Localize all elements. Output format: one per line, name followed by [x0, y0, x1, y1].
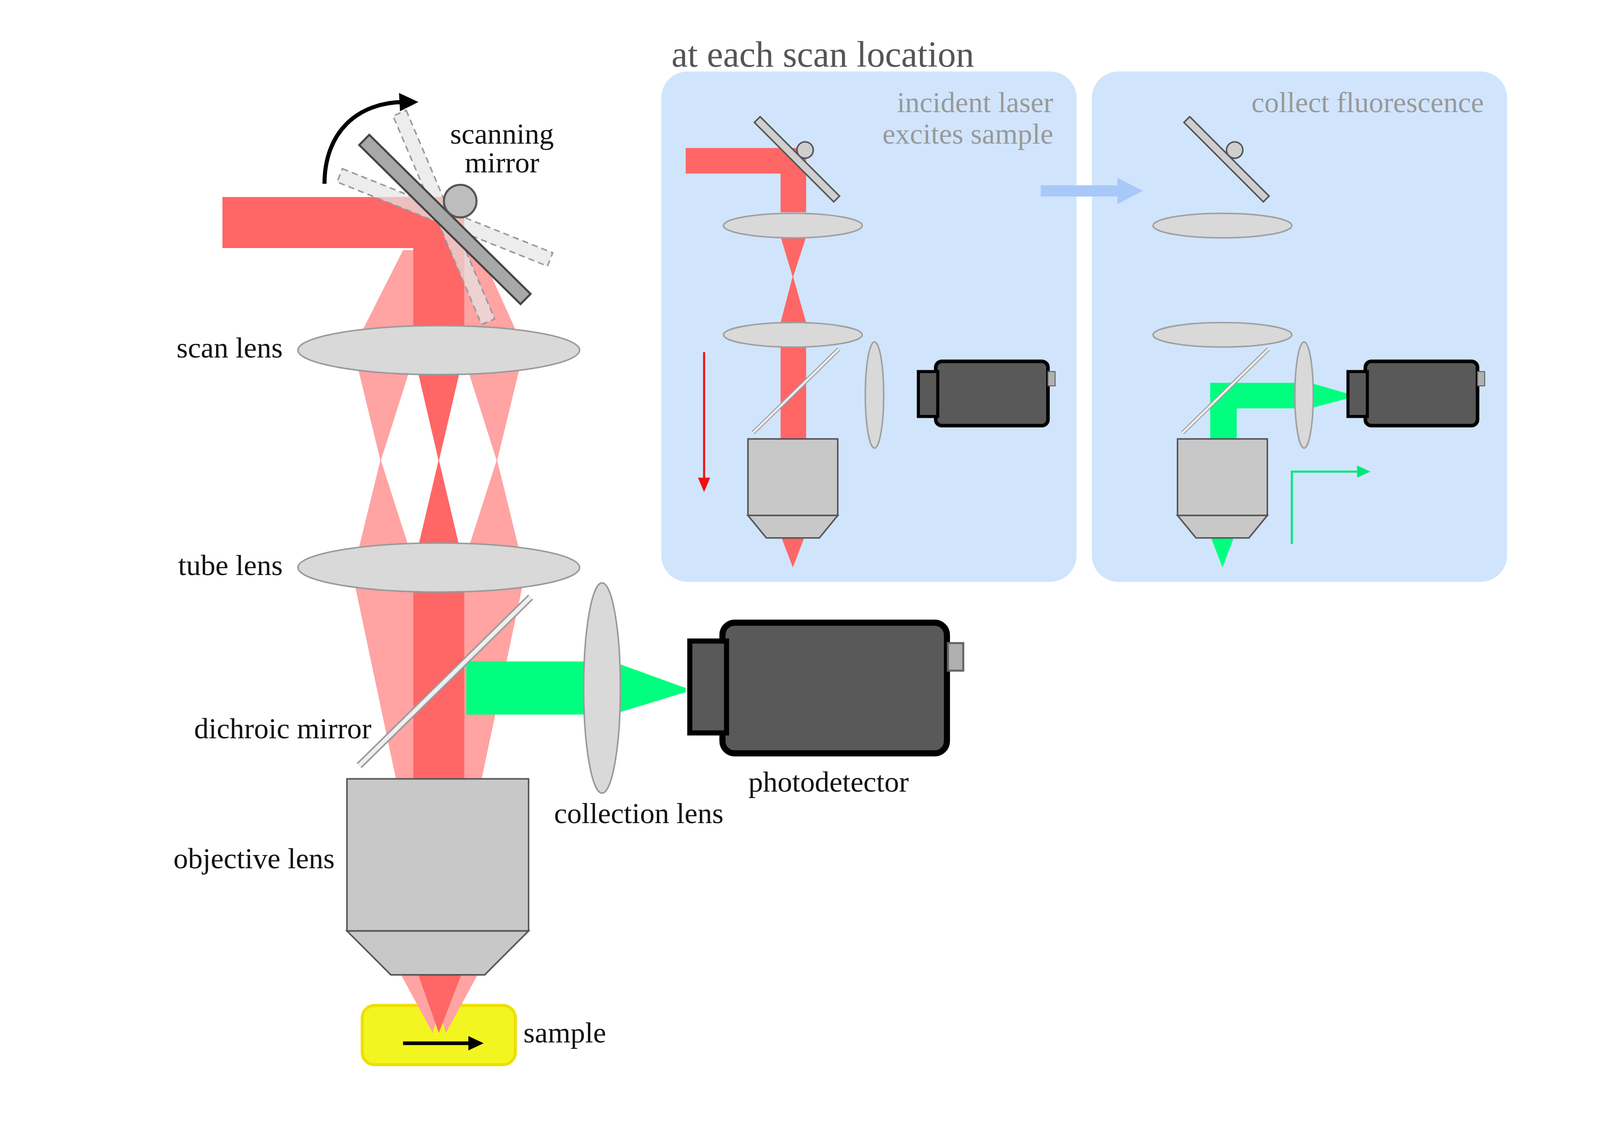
mini-fluorescence-beam-part	[1310, 382, 1349, 408]
photodetector-part	[948, 642, 964, 671]
part-label: scan lens	[176, 330, 283, 365]
photodetector-part	[722, 622, 947, 754]
panel-grounds-part	[661, 71, 1077, 582]
fluorescence-beam-part	[583, 582, 621, 793]
part-label: tube lens	[178, 548, 283, 583]
sample-block-part	[418, 974, 462, 1033]
mini-optics-excite	[723, 116, 1056, 538]
part-label: scanning mirror	[438, 119, 566, 177]
step-arrow	[1040, 177, 1143, 205]
down-arrow-part	[697, 477, 711, 492]
mini-fluorescence-beam-part	[1211, 537, 1234, 568]
down-arrow	[697, 351, 711, 492]
sample-block	[362, 974, 516, 1065]
photodetector	[689, 622, 964, 754]
photodetector-part	[689, 640, 727, 733]
part-label: photodetector	[748, 764, 909, 799]
elbow-arrow-part	[1357, 465, 1371, 478]
objective-lens-part	[346, 930, 529, 975]
mini-excitation-beam-part	[780, 275, 806, 323]
arrow-shaft	[1040, 185, 1118, 197]
panel-heading: incident laser excites sample	[857, 86, 1054, 150]
dichroic-mirror	[359, 597, 531, 766]
mini-optics-collect	[1153, 116, 1486, 538]
mini-excitation-beam-part	[781, 537, 805, 568]
elbow-arrow-part	[1291, 471, 1360, 544]
panel-box: collect fluorescence	[1091, 71, 1508, 582]
section-title: at each scan location	[671, 33, 975, 76]
fluorescence-beam-part	[612, 661, 686, 715]
sample-block-part	[402, 1041, 472, 1045]
fluorescence-beam	[466, 582, 686, 793]
panel-box: incident laser excites sample	[661, 71, 1077, 582]
panel-heading: collect fluorescence	[1201, 86, 1484, 119]
panel-grounds	[661, 71, 1508, 582]
scanning-mirror-part	[443, 184, 477, 218]
mini-excitation-beam-part	[780, 236, 806, 278]
part-label: collection lens	[554, 796, 724, 831]
panel-grounds-part	[1091, 71, 1508, 582]
part-label: sample	[523, 1015, 606, 1050]
arrow-head	[1117, 177, 1143, 205]
scanning-mirror-part	[398, 92, 419, 112]
sample-block-part	[468, 1035, 484, 1050]
lenses-part	[298, 542, 580, 592]
part-label: dichroic mirror	[194, 711, 372, 746]
down-arrow-part	[702, 351, 705, 480]
dichroic-mirror-part	[359, 597, 531, 766]
lenses	[298, 325, 580, 592]
mini-excitation-beam-part	[685, 148, 806, 213]
scanning-mirror-part	[324, 102, 405, 184]
objective-lens-part	[346, 778, 529, 931]
dichroic-mirror-part	[359, 597, 531, 766]
elbow-arrow	[1291, 465, 1371, 544]
lenses-part	[298, 325, 580, 375]
objective-lens	[346, 778, 529, 975]
fluorescence-beam-part	[466, 661, 590, 715]
part-label: objective lens	[173, 841, 336, 876]
